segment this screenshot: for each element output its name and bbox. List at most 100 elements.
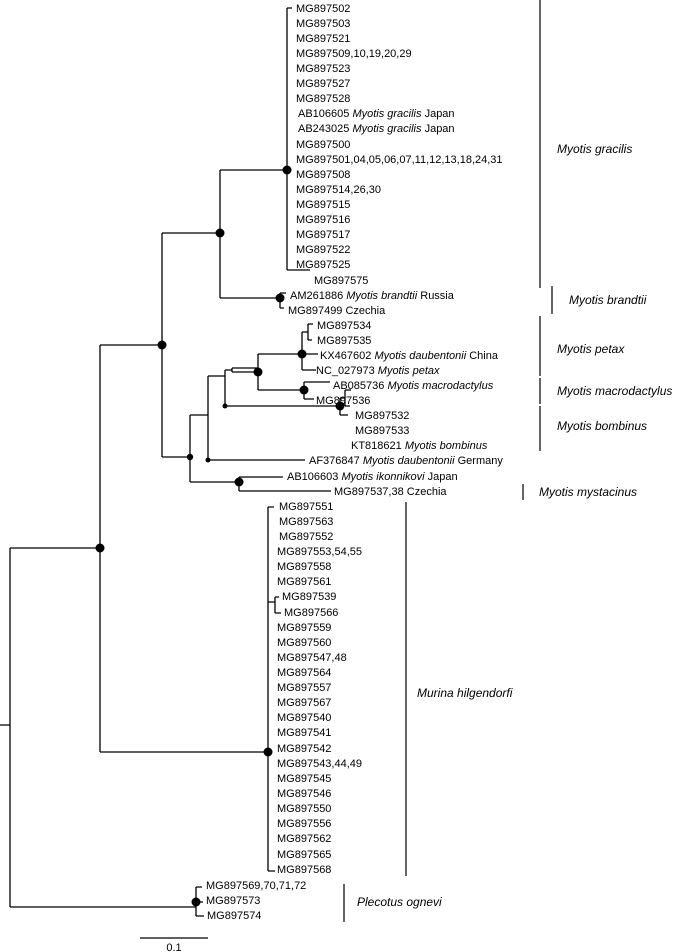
tip-label: MG897502 [296, 3, 350, 15]
tip-label-text: MG897525 [296, 259, 350, 271]
tip-label: MG897541 [277, 727, 331, 739]
tip-label-text: AB243025 [298, 123, 352, 135]
tip-label: MG897542 [277, 743, 331, 755]
tip-label: MG897501,04,05,06,07,11,12,13,18,24,31 [296, 154, 503, 166]
node-marker [205, 457, 211, 463]
tip-label-text: MG897565 [277, 849, 331, 861]
tip-label: AB085736 Myotis macrodactylus [333, 380, 494, 392]
tip-label: MG897517 [296, 229, 350, 241]
tip-label: MG897574 [207, 910, 261, 922]
clade-label-gracilis: Myotis gracilis [557, 142, 632, 156]
tip-label: MG897567 [277, 697, 331, 709]
clade-label-bombinus: Myotis bombinus [557, 419, 647, 433]
clade-label-ognevi: Plecotus ognevi [357, 895, 442, 909]
tip-label-text: MG897561 [277, 576, 331, 588]
tip-label: MG897569,70,71,72 [206, 880, 306, 892]
branch-myotis-inner [207, 375, 305, 461]
node-marker [234, 477, 244, 487]
node-marker [215, 228, 225, 238]
tip-label-text: MG897547,48 [277, 652, 347, 664]
tip-label: MG897563 [279, 516, 333, 528]
node-marker [335, 401, 345, 411]
tip-label-text: MG897562 [277, 833, 331, 845]
tip-label: MG897499 Czechia [288, 305, 386, 317]
node-marker [297, 349, 307, 359]
tip-label-text: MG897535 [317, 335, 371, 347]
scale-bar-label: 0.1 [166, 942, 181, 952]
node-marker [191, 897, 201, 907]
tip-label-text: MG897569,70,71,72 [206, 880, 306, 892]
tip-label: MG897532 [355, 410, 409, 422]
tip-label-text: MG897500 [296, 139, 350, 151]
tip-label: AB243025 Myotis gracilis Japan [298, 123, 455, 135]
tip-label-text: MG897563 [279, 516, 333, 528]
tip-label-text: MG897509,10,19,20,29 [296, 48, 412, 60]
branch-myotis-core [161, 232, 220, 458]
tip-label: AB106605 Myotis gracilis Japan [298, 108, 455, 120]
node-marker [157, 340, 167, 350]
clade-label-hilgendorfi: Murina hilgendorfi [417, 686, 513, 700]
tip-label-text: MG897574 [207, 910, 261, 922]
tip-label-text: MG897566 [284, 607, 338, 619]
tip-label: MG897557 [277, 682, 331, 694]
node-markers [95, 165, 345, 907]
tip-label-text: MG897502 [296, 3, 350, 15]
tip-label: MG897551 [279, 501, 333, 513]
tip-label-species: Myotis bombinus [405, 440, 488, 452]
tip-label: KX467602 Myotis daubentonii China [320, 350, 499, 362]
tip-label: AM261886 Myotis brandtii Russia [290, 290, 455, 302]
tip-label: MG897537,38 Czechia [334, 486, 447, 498]
tip-label: MG897543,44,49 [277, 758, 362, 770]
tip-label: MG897521 [296, 33, 350, 45]
tip-label-text: MG897533 [355, 425, 409, 437]
tip-label-text: MG897521 [296, 33, 350, 45]
tip-label-text: KX467602 [320, 350, 374, 362]
tip-label: MG897534 [317, 320, 371, 332]
tip-label-text: Russia [417, 290, 455, 302]
tip-label: MG897566 [284, 607, 338, 619]
tip-label-species: Myotis daubentonii [363, 455, 455, 467]
branch-petax-macro2 [257, 353, 304, 391]
tip-label-text: Germany [455, 455, 504, 467]
tip-label-text: MG897527 [296, 78, 350, 90]
tip-label: KT818621 Myotis bombinus [351, 440, 488, 452]
tip-label: MG897509,10,19,20,29 [296, 48, 412, 60]
tip-label: MG897561 [277, 576, 331, 588]
tip-label-text: Japan [422, 108, 455, 120]
tip-label: MG897514,26,30 [296, 184, 381, 196]
tip-label: MG897550 [277, 803, 331, 815]
tip-label-text: KT818621 [351, 440, 405, 452]
tip-label-text: MG897546 [277, 788, 331, 800]
tip-label-text: MG897516 [296, 214, 350, 226]
tip-label-species: Myotis brandtii [346, 290, 417, 302]
tip-label-text: China [466, 350, 499, 362]
tip-label: MG897546 [277, 788, 331, 800]
tip-label-species: Myotis gracilis [352, 123, 422, 135]
tip-label-text: AB106605 [298, 108, 352, 120]
tip-label: AF376847 Myotis daubentonii Germany [309, 455, 503, 467]
branch-gracilis-brandtii [219, 169, 287, 299]
tip-label: MG897547,48 [277, 652, 347, 664]
tip-label-text: Japan [422, 123, 455, 135]
tip-label-text: MG897515 [296, 199, 350, 211]
tip-label-text: MG897552 [279, 531, 333, 543]
clade-label-petax: Myotis petax [557, 342, 625, 356]
branch-petax-bombinus [224, 369, 340, 407]
branch-petax [301, 323, 318, 371]
branch-gracilis-comb [286, 7, 310, 271]
tip-label: MG897540 [277, 712, 331, 724]
tip-label-text: AB106603 [287, 471, 341, 483]
tip-label: MG897522 [296, 244, 350, 256]
tip-label-text: MG897537,38 Czechia [334, 486, 447, 498]
tip-label-text: MG897541 [277, 727, 331, 739]
tip-label: MG897559 [277, 622, 331, 634]
tip-label: MG897553,54,55 [277, 546, 362, 558]
clade-label-brandtii: Myotis brandtii [569, 293, 647, 307]
tip-label: MG897568 [277, 864, 331, 876]
tip-label-species: Myotis daubentonii [374, 350, 466, 362]
node-marker [222, 403, 228, 409]
clade-annotations: Myotis gracilis Myotis brandtii Myotis p… [343, 0, 672, 922]
tip-label-text: MG897557 [277, 682, 331, 694]
tip-label: MG897552 [279, 531, 333, 543]
tip-label-species: Myotis macrodactylus [387, 380, 493, 392]
